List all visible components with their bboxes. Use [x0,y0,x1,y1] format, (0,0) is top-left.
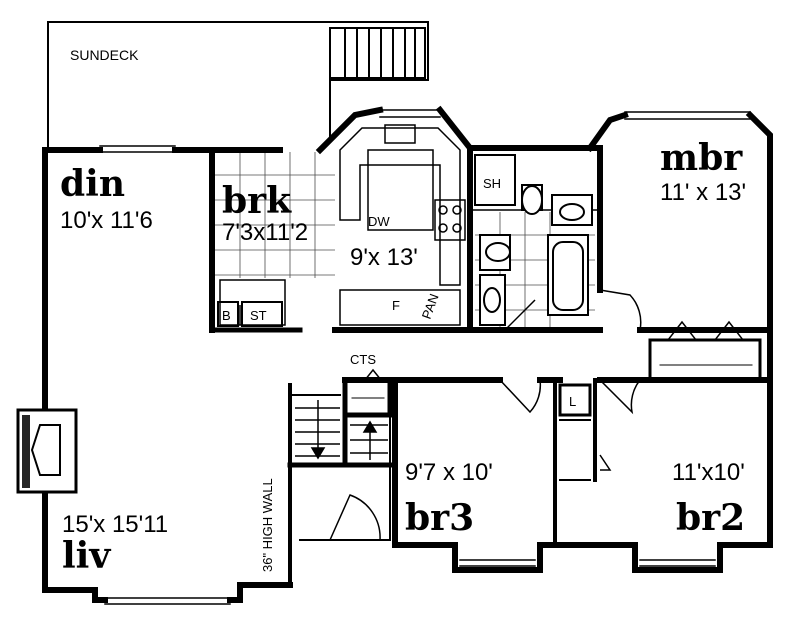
shower-label: SH [483,176,501,191]
br3-size: 9'7 x 10' [405,459,493,486]
br2-name: br2 [676,497,745,539]
liv-size: 15'x 15'11 [62,511,168,538]
mbr-size: 11' x 13' [660,179,746,206]
outer-walls [42,105,773,605]
doors [329,289,642,541]
kitchen-counters [219,124,466,326]
fridge-label: F [392,298,400,313]
stairs [295,400,388,460]
fireplace [16,408,78,494]
dw-label: DW [368,214,390,229]
high-wall-label: 36" HIGH WALL [260,478,275,572]
kitchen-size: 9'x 13' [350,244,418,271]
mbr-name: mbr [660,137,743,179]
b-label: B [222,308,231,323]
bath-fixtures [474,154,593,326]
sundeck [47,21,429,152]
sundeck-label: SUNDECK [70,47,139,63]
room-labels: din 10'x 11'6 brk 7'3x11'2 9'x 13' mbr 1… [60,137,746,577]
br2-size: 11'x10' [672,459,745,486]
st-label: ST [250,308,267,323]
cts-label: CTS [350,352,376,367]
linen-label: L [569,394,576,409]
brk-size: 7'3x11'2 [222,219,308,246]
liv-name: liv [62,535,111,577]
din-name: din [60,163,125,205]
br3-name: br3 [405,497,474,539]
pantry-label: PAN [419,292,442,321]
din-size: 10'x 11'6 [60,207,153,234]
brk-name: brk [222,180,292,222]
